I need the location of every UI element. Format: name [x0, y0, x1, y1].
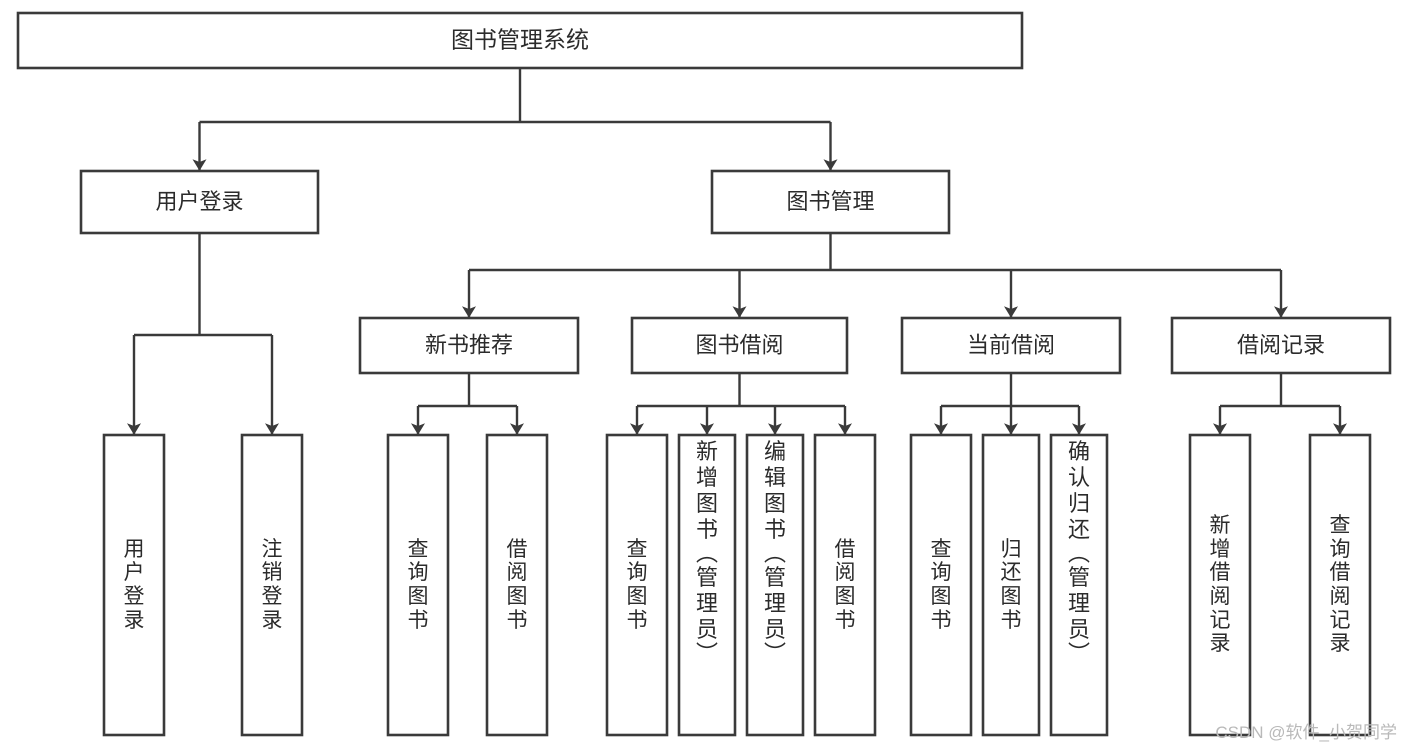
node-level3-0[interactable]: [358, 316, 580, 375]
node-leaf-12[interactable]: [1308, 433, 1372, 737]
node-leaf-6[interactable]: [745, 433, 805, 737]
node-level3-2[interactable]: [900, 316, 1122, 375]
node-leaf-9[interactable]: [981, 433, 1041, 737]
node-level3-3[interactable]: [1170, 316, 1392, 375]
node-root-label: 图书管理系统: [451, 27, 589, 53]
node-leaf-4[interactable]: [605, 433, 669, 737]
node-leaf-0[interactable]: [102, 433, 166, 737]
node-leaf-3[interactable]: [485, 433, 549, 737]
node-level3-3-label: 借阅记录: [1237, 332, 1325, 357]
node-level2-0[interactable]: [79, 169, 320, 235]
node-level2-1-label: 图书管理: [786, 189, 874, 214]
node-level2-1[interactable]: [710, 169, 951, 235]
node-leaf-2[interactable]: [386, 433, 450, 737]
node-root[interactable]: [16, 11, 1024, 70]
node-leaf-8[interactable]: [909, 433, 973, 737]
node-leaf-10[interactable]: [1049, 433, 1109, 737]
node-leaf-11[interactable]: [1188, 433, 1252, 737]
node-level3-0-label: 新书推荐: [425, 332, 513, 357]
connector-layer: [127, 68, 1347, 435]
node-leaf-5[interactable]: [677, 433, 737, 737]
node-leaf-7[interactable]: [813, 433, 877, 737]
node-level3-2-label: 当前借阅: [967, 332, 1055, 357]
node-level2-0-label: 用户登录: [155, 189, 243, 214]
node-level3-1-label: 图书借阅: [695, 332, 783, 357]
node-level3-1[interactable]: [630, 316, 849, 375]
node-leaf-1[interactable]: [240, 433, 304, 737]
